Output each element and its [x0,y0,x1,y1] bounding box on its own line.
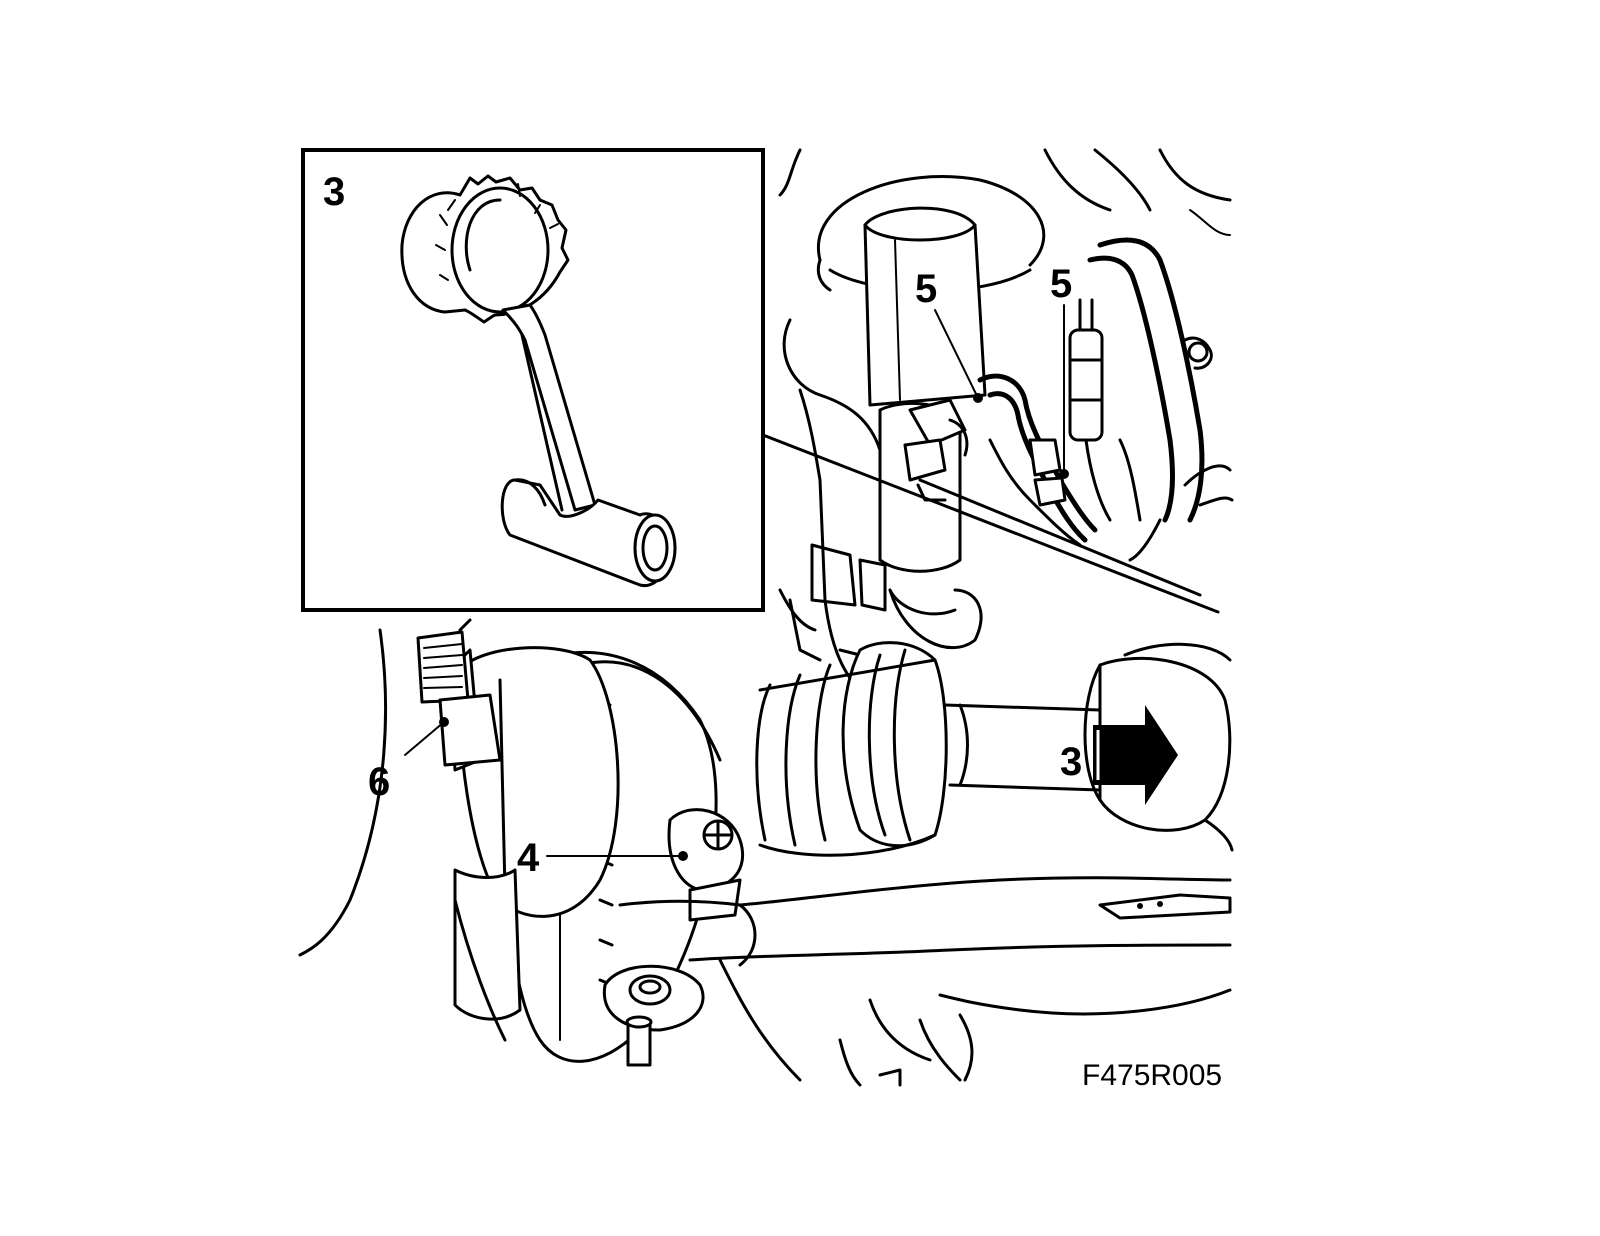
inset-label: 3 [323,170,345,214]
drive-shaft [943,703,1102,792]
wrench-tool [400,174,677,587]
callout-5-left: 5 [915,267,983,403]
callout-6-label: 6 [368,760,390,804]
lower-details [718,958,974,1087]
hose-fitting [1068,298,1112,522]
callout-3: 3 [1060,740,1082,784]
ball-joint [667,808,745,922]
direction-arrow [1093,705,1178,805]
strut-tube [863,206,987,407]
callout-5-right: 5 [1050,262,1072,479]
callout-5-left-label: 5 [915,267,937,311]
main-illustration: 3 5 5 6 4 F475R005 [298,148,1234,1092]
tool-inset: 3 [301,148,765,612]
lower-bushing [602,964,705,1067]
callout-6: 6 [368,717,449,804]
cv-boot [755,641,948,857]
wheel-hub [416,618,502,767]
sensor-clip-right [1028,438,1067,507]
callout-4-label: 4 [517,836,540,880]
callout-4: 4 [517,836,688,880]
control-arm [618,876,1232,1016]
callout-5-right-label: 5 [1050,262,1072,306]
figure-code: F475R005 [1082,1059,1222,1092]
sensor-clip-left [903,398,969,502]
